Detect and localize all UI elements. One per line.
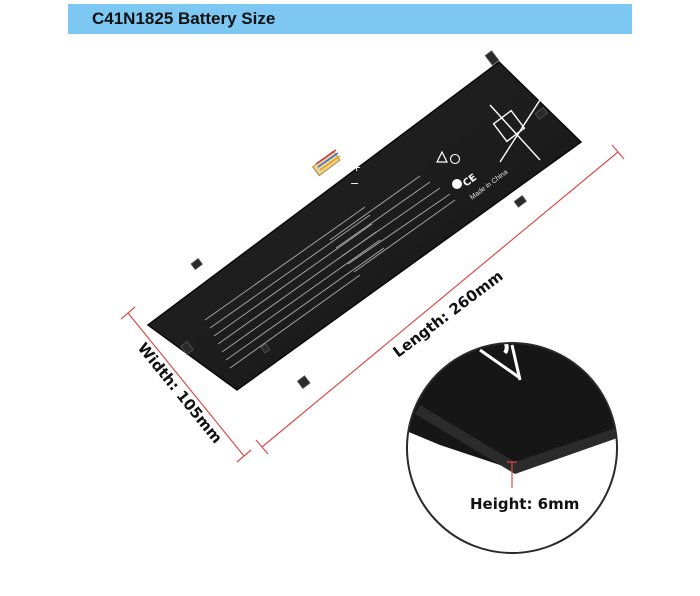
battery-label-text [204, 175, 456, 369]
minus-terminal: − [350, 177, 359, 190]
width-dimension-line [120, 306, 252, 463]
banner-title: C41N1825 Battery Size [92, 9, 276, 28]
cert-icon [449, 153, 461, 165]
length-dimension-line [255, 144, 625, 455]
battery-icon [452, 179, 462, 189]
battery-connector [311, 149, 341, 177]
plus-terminal: + [352, 161, 361, 174]
battery-body [146, 61, 583, 391]
height-label: Height: 6mm [470, 495, 579, 513]
height-dimension-line [507, 461, 517, 488]
warning-icon [436, 150, 448, 163]
mounting-tabs [180, 50, 548, 389]
title-banner: C41N1825 Battery Size [68, 4, 632, 34]
crossed-bin-icon [489, 99, 541, 163]
edge-zoom-detail [406, 342, 618, 554]
